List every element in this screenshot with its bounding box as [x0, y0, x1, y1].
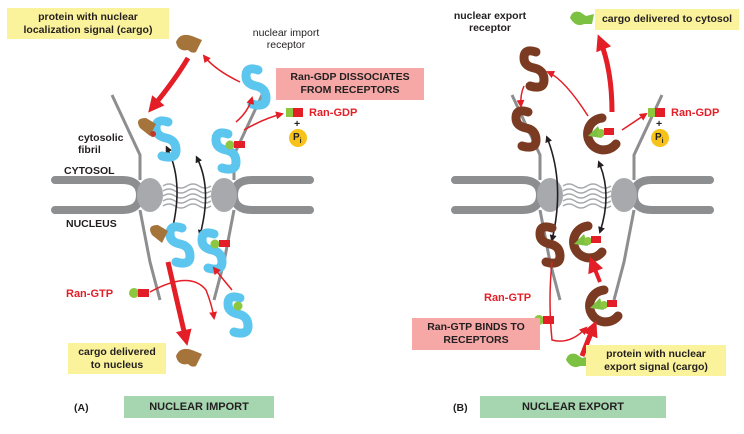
export-receptor-label: nuclear export receptor: [448, 10, 532, 34]
import-ran-gtp-label: Ran-GTP: [66, 288, 114, 300]
import-delivered-line-1: cargo delivered: [78, 346, 156, 358]
export-panel-letter: (B): [453, 402, 468, 414]
export-cargo-line-2: export signal (cargo): [604, 360, 708, 373]
import-arrow-ran-gdp-out: [243, 111, 284, 131]
export-receptor-line-2: receptor: [468, 22, 511, 34]
import-fibril-line-1: cytosolic: [78, 132, 124, 144]
export-arrow-cargo-out: [596, 34, 615, 113]
import-fibril-label: cytosolic fibril: [78, 132, 124, 156]
import-shuttle-arrow-right: [195, 155, 207, 237]
export-binds-line-1: Ran-GTP BINDS TO: [427, 321, 525, 333]
import-nuclear-pore: [110, 94, 264, 301]
export-arrow-receptor-release: [546, 70, 589, 117]
export-shuttle-arrow-right: [597, 160, 607, 234]
export-panel: [451, 11, 714, 368]
export-receptor-line-1: nuclear export: [453, 10, 527, 22]
import-cytosol-label: CYTOSOL: [64, 165, 115, 177]
export-nuclear-envelope: [451, 176, 714, 214]
import-nuclear-envelope: [51, 176, 314, 214]
import-dissociate-line-2: FROM RECEPTORS: [300, 84, 400, 96]
import-delivered-box: cargo delivered to nucleus: [68, 343, 166, 374]
import-cargo-top: [176, 34, 202, 53]
export-pi-sub: i: [661, 138, 664, 145]
import-ran-gtp-molecule: [129, 288, 149, 298]
export-cargo-line-1: protein with nuclear: [606, 348, 706, 360]
import-pi-p: P: [293, 132, 300, 143]
import-delivered-line-2: to nucleus: [90, 358, 144, 371]
export-arrow-receptor-down: [516, 85, 525, 108]
export-cargo-bottom: [566, 353, 590, 368]
export-plus-sign: +: [656, 118, 663, 130]
export-arrow-ran-gdp-out: [621, 112, 648, 131]
export-receptor-cytosol-left: [511, 106, 541, 152]
import-receptor-top: [241, 64, 271, 110]
import-cargo-line-2: localization signal (cargo): [23, 23, 153, 36]
import-arrow-cargo-release: [165, 261, 192, 346]
import-receptor-cargo-cytosol: [138, 116, 181, 162]
import-fibril-line-2: fibril: [78, 144, 101, 156]
import-pi-sub: i: [299, 138, 302, 145]
export-binds-box: Ran-GTP BINDS TO RECEPTORS: [412, 318, 540, 350]
import-receptor-ran-cytosol: [211, 128, 245, 174]
export-arrow-cargo-bind: [579, 320, 598, 357]
export-ran-gdp-released: [648, 108, 669, 147]
export-pi-label: Pi: [655, 132, 664, 148]
import-ran-gdp-label: Ran-GDP: [309, 107, 358, 119]
import-arrow-cargo-in: [148, 56, 191, 113]
import-cargo-label-box: protein with nuclear localization signal…: [7, 8, 169, 39]
export-binds-line-2: RECEPTORS: [443, 334, 509, 346]
export-complex-forming: [585, 285, 623, 327]
import-receptor-cargo-nucleus: [150, 222, 195, 268]
import-receptor-label: nuclear import receptor: [238, 27, 334, 51]
import-pi-label: Pi: [293, 132, 302, 148]
import-arrow-receptor-up: [235, 96, 255, 123]
import-cargo-line-1: protein with nuclear: [38, 11, 138, 23]
export-complex-cytosol: [583, 113, 621, 155]
import-arrow-ran-gtp-bind: [149, 279, 218, 320]
export-cargo-label-box: protein with nuclear export signal (carg…: [586, 345, 726, 376]
import-panel-letter: (A): [74, 402, 89, 414]
import-panel-title: NUCLEAR IMPORT: [124, 396, 274, 418]
import-ran-gdp-released: [286, 108, 307, 147]
import-panel: [51, 34, 314, 367]
export-panel-title: NUCLEAR EXPORT: [480, 396, 666, 418]
export-receptor-top: [519, 46, 549, 92]
import-dissociate-line-1: Ran-GDP DISSOCIATES: [290, 71, 410, 83]
export-delivered-text: cargo delivered to cytosol: [601, 13, 733, 25]
import-arrow-receptor-return: [202, 54, 241, 83]
import-plus-sign: +: [294, 118, 301, 130]
import-nucleus-label: NUCLEUS: [66, 218, 117, 230]
export-pi-p: P: [655, 132, 662, 143]
export-ran-gtp-label: Ran-GTP: [484, 292, 532, 304]
export-arrow-complex-up: [588, 256, 604, 283]
import-receptor-line-1: nuclear import: [252, 27, 320, 39]
export-ran-gdp-label: Ran-GDP: [671, 107, 720, 119]
import-receptor-bottom: [223, 292, 253, 338]
export-cargo-top: [570, 11, 594, 26]
export-complex-nucleus: [569, 221, 607, 263]
export-delivered-box: cargo delivered to cytosol: [595, 9, 739, 30]
import-receptor-line-2: receptor: [266, 39, 306, 51]
export-receptor-nucleus-left: [535, 222, 565, 268]
import-arrow-receptor-enter: [212, 266, 233, 291]
import-dissociate-box: Ran-GDP DISSOCIATES FROM RECEPTORS: [276, 68, 424, 100]
export-arrow-ran-gtp-bind: [549, 261, 588, 342]
import-cargo-bottom: [176, 348, 202, 367]
